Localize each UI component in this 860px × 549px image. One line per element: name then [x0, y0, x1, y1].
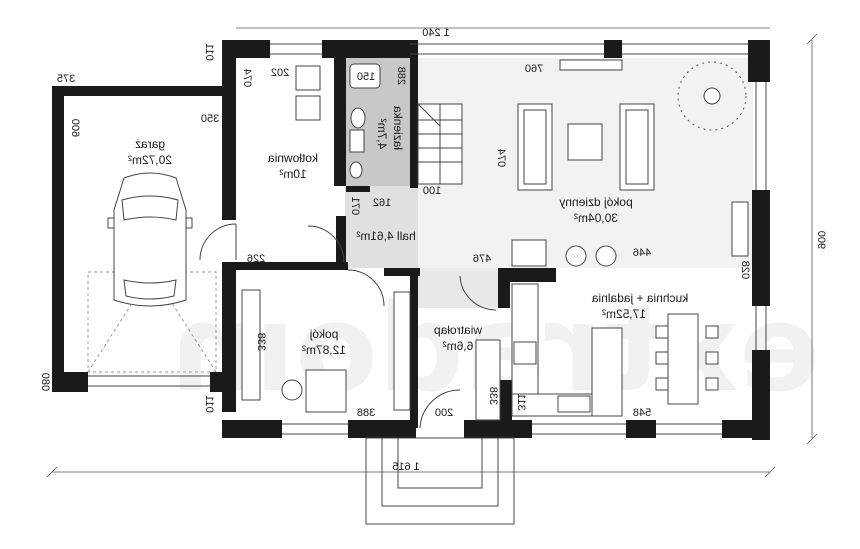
dim-boiler-top-left: 011	[203, 43, 215, 61]
dim-garage-width: 375	[57, 73, 75, 85]
doors	[199, 223, 497, 429]
living-floor	[418, 58, 753, 268]
wardrobe	[241, 289, 261, 401]
boiler-unit	[295, 65, 321, 91]
armchair-left	[565, 245, 587, 267]
sink-icon	[349, 129, 365, 153]
vestibule-wardrobe	[475, 339, 501, 421]
tv-cabinet	[559, 59, 623, 71]
kitchen-island	[591, 327, 623, 417]
dining-table	[667, 313, 699, 405]
dim-kitchen-bottom: 548	[633, 407, 651, 419]
shower-tray	[349, 63, 381, 89]
sideboard	[731, 201, 749, 257]
shelf	[393, 291, 411, 411]
dim-living-top: 760	[525, 63, 543, 75]
cooktop-icon	[513, 341, 537, 365]
dim-living-bottom: 446	[633, 247, 651, 259]
dim-bath-side: 288	[395, 67, 407, 85]
dim-hall-bottom-right: 476	[473, 253, 491, 265]
dim-stairs-bottom: 100	[423, 185, 441, 197]
dim-right-total: 900	[815, 231, 827, 249]
coffee-table	[567, 123, 603, 161]
entrance-steps	[365, 437, 515, 525]
water-heater	[295, 95, 321, 121]
kitchen-name: kuchnia + jadalnia	[591, 291, 688, 305]
dim-garage-left-upper: 600	[69, 119, 81, 137]
dim-boiler-side: 074	[241, 69, 253, 87]
dim-kitchen-side: 311	[515, 393, 527, 411]
bidet-icon	[349, 161, 363, 179]
dim-garage-left-lower: 080	[39, 373, 51, 391]
dim-vest-side: 338	[487, 387, 499, 405]
dim-room-bottom: 388	[357, 407, 375, 419]
furniture	[107, 59, 749, 421]
dim-right-wall: 028	[739, 261, 751, 279]
dim-hall-side: 071	[349, 197, 361, 215]
garage-name: garaż	[135, 137, 165, 151]
dim-boiler-width: 202	[271, 67, 289, 79]
stairs	[417, 103, 463, 185]
armchair-right	[595, 245, 617, 267]
dim-vest-bottom: 200	[435, 407, 453, 419]
dim-living-side: 074	[495, 149, 507, 167]
fireplace-icon	[511, 239, 547, 267]
bathroom-area: 4,7m²	[375, 119, 389, 150]
living-name: pokój dzienny	[559, 195, 632, 209]
room-name: pokój	[310, 327, 339, 341]
car-icon	[107, 172, 193, 307]
dim-room-left: 338	[255, 333, 267, 351]
living-area: 30,04m²	[574, 211, 618, 225]
hall-name: hall 4,61m²	[356, 229, 415, 243]
plant-icon	[677, 61, 747, 131]
dim-bath-top: 150	[357, 71, 375, 83]
desk	[305, 369, 347, 413]
windows	[88, 43, 767, 435]
dimension-lines	[46, 27, 818, 478]
boiler-area: 10m²	[279, 167, 306, 181]
kitchen-sink-icon	[557, 395, 591, 413]
toilet-icon	[350, 107, 366, 129]
garage-area: 20,72m²	[128, 153, 172, 167]
desk-chair	[281, 379, 303, 401]
vestibule-area: 6,6m²	[443, 339, 474, 353]
vestibule-floor	[418, 268, 498, 308]
dim-bottom-total: 1 615	[392, 461, 420, 473]
dim-hall-bottom-left: 226	[247, 253, 265, 265]
kitchen-area: 17,52m²	[602, 307, 646, 321]
dim-bottom-left: 011	[203, 395, 215, 413]
room-area: 12,87m²	[302, 343, 346, 357]
dim-hall-top: 162	[373, 197, 391, 209]
bathroom-name: łazienka	[391, 106, 405, 150]
vestibule-name: wiatrołap	[434, 323, 483, 337]
boiler-name: kotłownia	[268, 151, 318, 165]
dim-garage-top: 350	[201, 113, 219, 125]
dim-top-total: 1 240	[422, 27, 450, 39]
walls	[52, 40, 770, 440]
